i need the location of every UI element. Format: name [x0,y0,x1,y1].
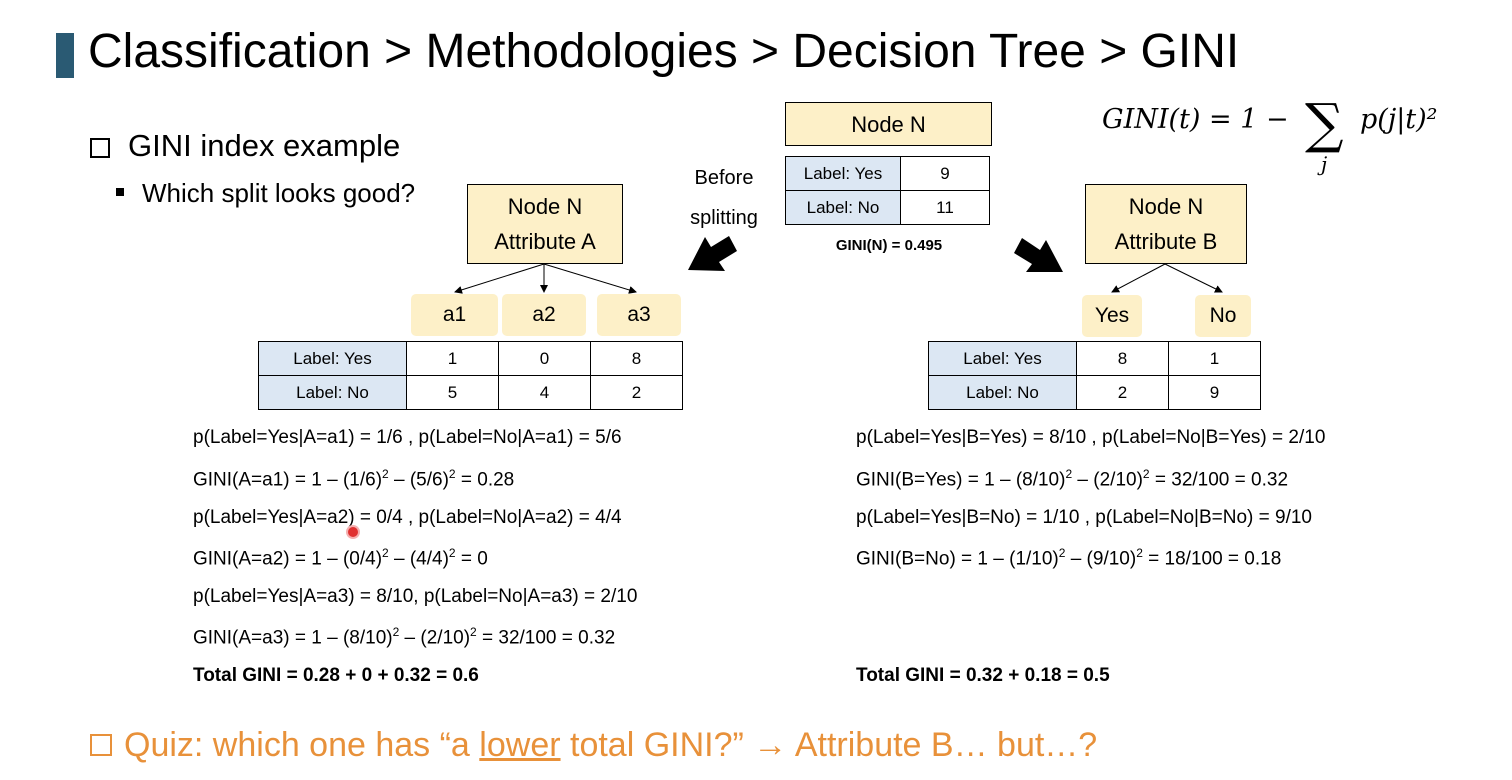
branch-yes: Yes [1082,295,1142,337]
eq-a-prob-2: p(Label=Yes|A=a2) = 0/4 , p(Label=No|A=a… [193,507,622,528]
formula-lhs: GINI(t) = 1 − [1102,104,1289,135]
quiz-text-pre: Quiz: which one has “a [124,726,480,764]
root-label-table: Label: Yes 9 Label: No 11 [785,156,990,225]
pointer-dot-icon [348,527,358,537]
eq-b-prob-2: p(Label=Yes|B=No) = 1/10 , p(Label=No|B=… [856,507,1312,528]
attribute-b-node-line-1: Node N [1128,194,1204,219]
slide-title: Classification > Methodologies > Decisio… [88,25,1240,78]
table-row: Label: No 5 4 2 [258,375,683,410]
subheading: GINI index example [90,128,400,164]
total-gini-a: Total GINI = 0.28 + 0 + 0.32 = 0.6 [193,665,479,686]
row-label: Label: Yes [258,341,407,376]
cell-value: 8 [590,341,683,376]
before-splitting-label: Before splitting [664,158,784,238]
cell-value: 9 [1168,375,1261,410]
right-split-arrow-icon [1014,238,1063,272]
formula-rhs: p(j|t)² [1360,104,1438,135]
root-node-title: Node N [851,111,926,137]
eq-a-gini-1: GINI(A=a1) = 1 – (1/6)2 – (5/6)2 = 0.28 [193,467,515,491]
attribute-a-node: Node N Attribute A [467,184,623,264]
table-row: Label: Yes 1 0 8 [258,341,683,376]
root-node: Node N [785,102,992,146]
quiz-line: Quiz: which one has “a lower total GINI?… [90,726,1097,765]
attribute-b-node: Node N Attribute B [1085,184,1247,264]
quiz-checkbox-icon [90,734,112,756]
row-label: Label: Yes [785,156,901,191]
row-label: Label: No [928,375,1077,410]
bullet-text: Which split looks good? [142,178,416,208]
branch-a2: a2 [502,294,586,336]
square-bullet-icon [116,188,124,196]
eq-b-gini-2: GINI(B=No) = 1 – (1/10)2 – (9/10)2 = 18/… [856,546,1282,570]
attribute-a-node-line-2: Attribute A [494,229,596,254]
eq-a-prob-3: p(Label=Yes|A=a3) = 8/10, p(Label=No|A=a… [193,586,638,607]
cell-value: 2 [1076,375,1169,410]
cell-value: 11 [900,190,990,225]
total-gini-b: Total GINI = 0.32 + 0.18 = 0.5 [856,665,1110,686]
eq-b-gini-1: GINI(B=Yes) = 1 – (8/10)2 – (2/10)2 = 32… [856,467,1289,491]
quiz-text-post: total GINI?” → Attribute B… but…? [560,726,1098,764]
quiz-text-underlined: lower [479,726,561,764]
attribute-a-node-line-1: Node N [507,194,583,219]
attribute-b-table: Label: Yes 8 1 Label: No 2 9 [928,341,1261,410]
before-line-1: Before [694,167,754,189]
attribute-a-table: Label: Yes 1 0 8 Label: No 5 4 2 [258,341,683,410]
branch-a3: a3 [597,294,681,336]
table-row: Label: No 2 9 [928,375,1261,410]
cell-value: 2 [590,375,683,410]
attribute-b-branch-lines [1111,263,1223,293]
root-gini: GINI(N) = 0.495 [835,237,943,254]
branch-no: No [1195,295,1251,337]
left-split-arrow-icon [688,236,737,271]
cell-value: 1 [1168,341,1261,376]
subheading-text: GINI index example [128,128,401,163]
eq-a-prob-1: p(Label=Yes|A=a1) = 1/6 , p(Label=No|A=a… [193,427,622,448]
attribute-a-branch-lines [454,263,637,294]
cell-value: 4 [498,375,591,410]
row-label: Label: No [785,190,901,225]
checkbox-bullet-icon [90,138,110,158]
eq-b-prob-1: p(Label=Yes|B=Yes) = 8/10 , p(Label=No|B… [856,427,1326,448]
branch-a1: a1 [411,294,498,336]
cell-value: 1 [406,341,499,376]
cell-value: 8 [1076,341,1169,376]
eq-a-gini-2: GINI(A=a2) = 1 – (0/4)2 – (4/4)2 = 0 [193,546,488,570]
eq-a-gini-3: GINI(A=a3) = 1 – (8/10)2 – (2/10)2 = 32/… [193,625,616,649]
cell-value: 5 [406,375,499,410]
row-label: Label: No [258,375,407,410]
cell-value: 0 [498,341,591,376]
table-row: Label: Yes 9 [785,156,990,191]
title-accent-bar [56,33,74,78]
cell-value: 9 [900,156,990,191]
sigma-subscript: j [1321,152,1328,176]
table-row: Label: No 11 [785,190,990,225]
table-row: Label: Yes 8 1 [928,341,1261,376]
attribute-b-node-line-2: Attribute B [1114,229,1218,254]
bullet-item: Which split looks good? [116,178,415,209]
sigma-symbol: ∑ [1305,92,1344,155]
row-label: Label: Yes [928,341,1077,376]
before-line-2: splitting [690,207,758,229]
